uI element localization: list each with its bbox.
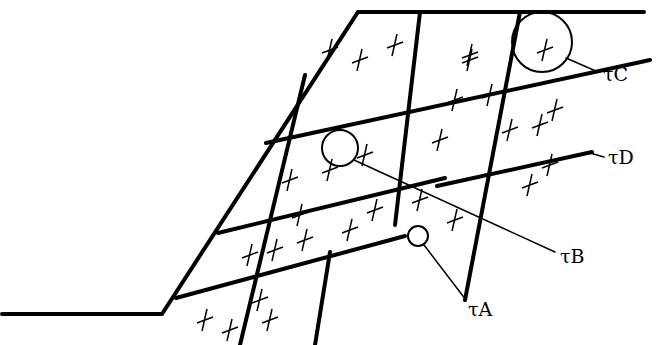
leader-line xyxy=(590,153,604,157)
texture-mark xyxy=(247,244,252,266)
slope-outline xyxy=(2,12,644,314)
texture-mark xyxy=(362,144,367,166)
bedding-joint xyxy=(176,236,405,298)
cross-joint xyxy=(465,12,520,300)
sample-circle xyxy=(512,12,572,72)
texture-mark xyxy=(267,309,272,331)
stress-label: τA xyxy=(468,300,492,319)
sample-circle xyxy=(322,130,358,166)
sample-circle xyxy=(408,226,428,246)
stress-label: τC xyxy=(603,65,628,84)
leader-line xyxy=(424,245,466,300)
texture-mark xyxy=(287,169,292,191)
cross-joint xyxy=(315,252,330,345)
texture-mark xyxy=(452,209,457,231)
texture-mark xyxy=(547,154,552,176)
leader-line xyxy=(566,58,598,72)
texture-mark xyxy=(227,319,232,341)
bedding-joint xyxy=(266,60,650,143)
texture-mark xyxy=(202,309,207,331)
texture-mark xyxy=(302,229,307,251)
texture-mark xyxy=(417,189,422,211)
texture-mark xyxy=(467,49,472,71)
texture-mark xyxy=(257,289,262,311)
texture-mark xyxy=(327,39,332,61)
texture-mark xyxy=(327,159,332,181)
texture-mark xyxy=(552,99,557,121)
texture-mark xyxy=(357,49,362,71)
texture-mark xyxy=(537,114,542,136)
texture-mark xyxy=(487,84,492,106)
texture-mark xyxy=(392,34,397,56)
stress-label: τB xyxy=(560,247,584,266)
stress-label: τD xyxy=(608,148,634,167)
rock-texture xyxy=(197,34,563,341)
texture-mark xyxy=(437,129,442,151)
texture-mark xyxy=(372,199,377,221)
leader-line xyxy=(354,160,555,252)
texture-mark xyxy=(507,119,512,141)
texture-mark xyxy=(297,204,302,226)
texture-mark xyxy=(272,239,277,261)
texture-mark xyxy=(542,39,547,61)
joint-d xyxy=(437,152,592,186)
texture-mark xyxy=(347,219,352,241)
cross-joint xyxy=(240,75,305,345)
texture-mark xyxy=(527,174,532,196)
texture-mark xyxy=(452,89,457,111)
